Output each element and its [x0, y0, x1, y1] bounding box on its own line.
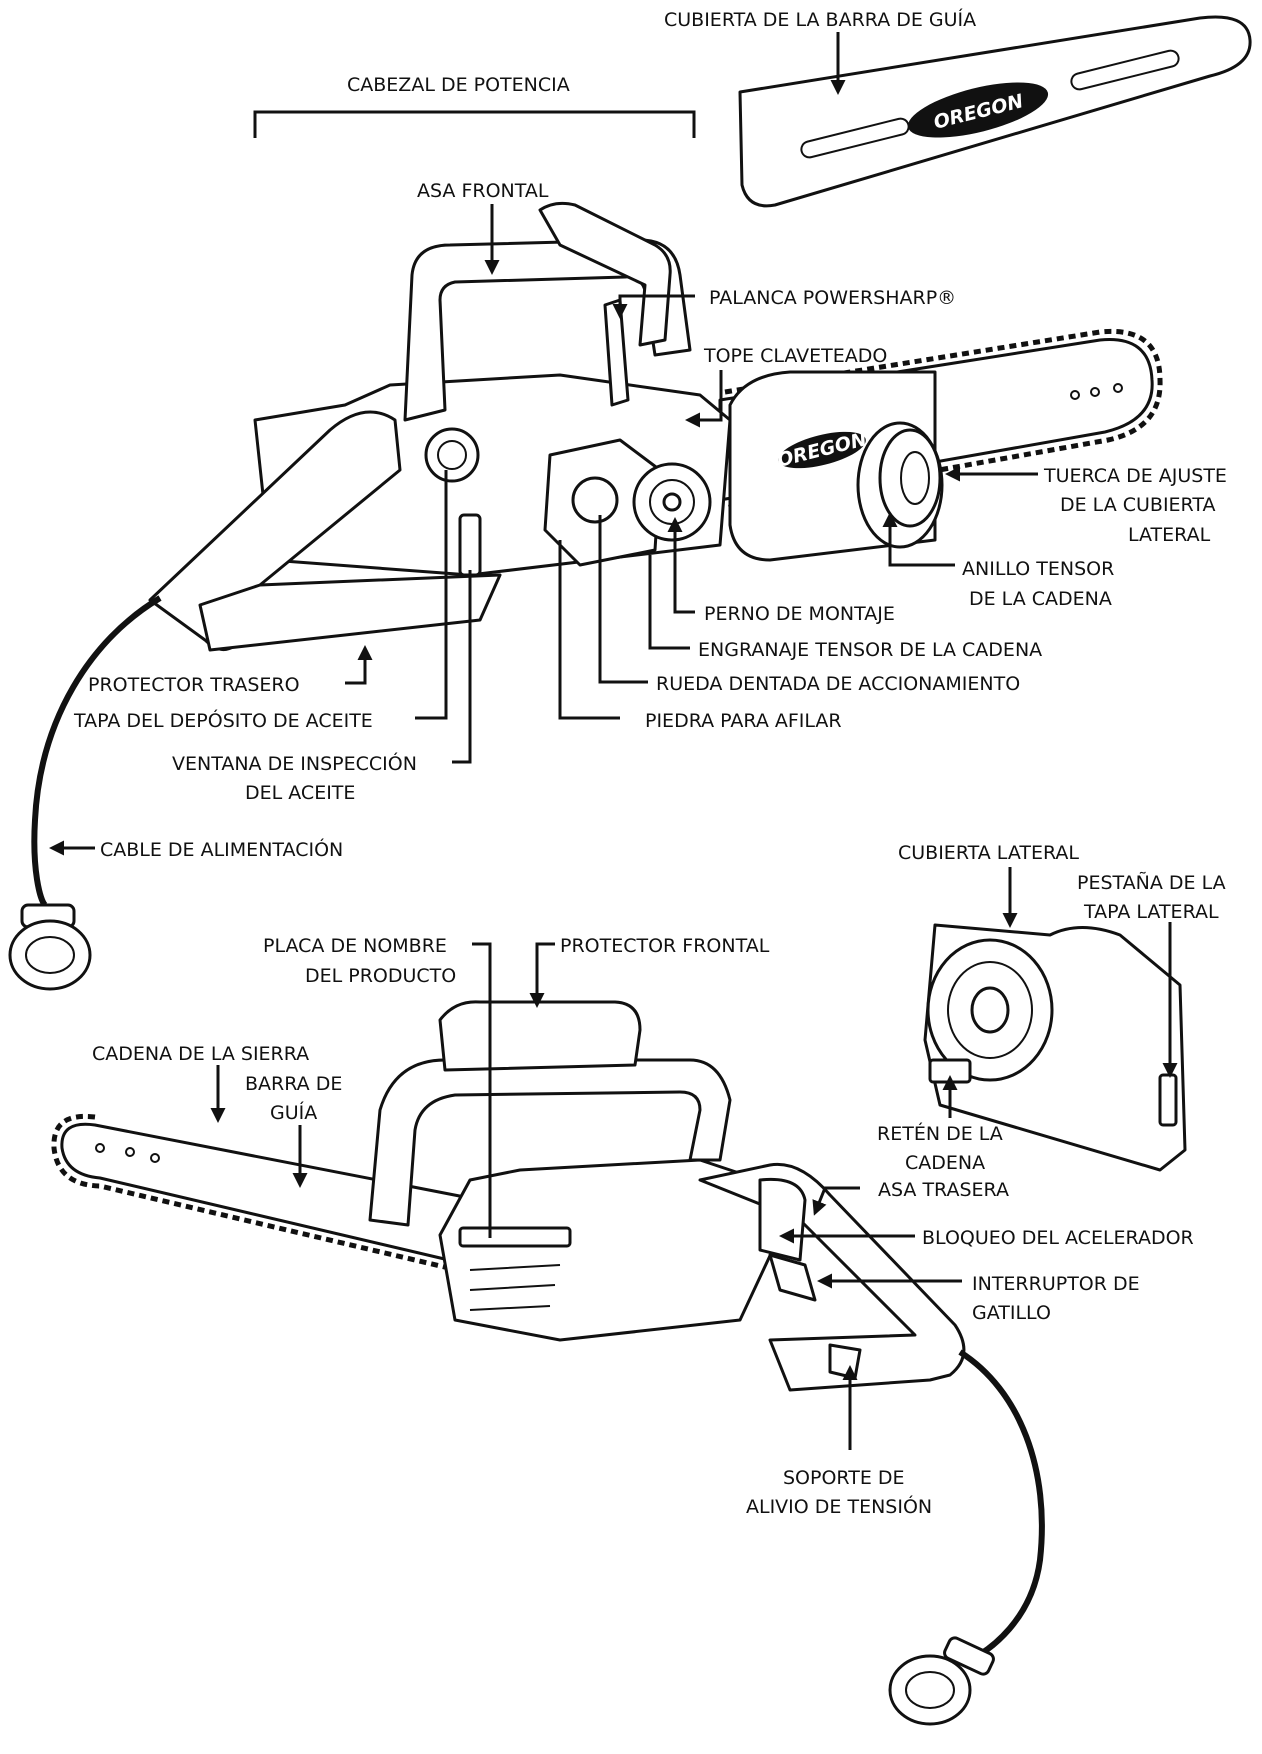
- label-front-guard: PROTECTOR FRONTAL: [560, 935, 770, 957]
- label-chain-tension-gear: ENGRANAJE TENSOR DE LA CADENA: [698, 639, 1042, 661]
- label-nameplate-line2: DEL PRODUCTO: [305, 965, 456, 987]
- label-guide-bar-line1: BARRA DE: [245, 1073, 342, 1095]
- label-oil-window-line1: VENTANA DE INSPECCIÓN: [172, 751, 417, 775]
- label-strain-relief-line2: ALIVIO DE TENSIÓN: [746, 1494, 932, 1518]
- label-guide-bar-cover: CUBIERTA DE LA BARRA DE GUÍA: [664, 8, 976, 31]
- label-oil-window-line2: DEL ACEITE: [245, 782, 355, 804]
- label-chain-tension-ring-line2: DE LA CADENA: [969, 588, 1112, 610]
- label-side-cover-tab-line1: PESTAÑA DE LA: [1077, 871, 1226, 894]
- label-rear-guard: PROTECTOR TRASERO: [88, 674, 300, 696]
- label-oil-cap: TAPA DEL DEPÓSITO DE ACEITE: [73, 708, 373, 732]
- label-side-cover-knob-line1: TUERCA DE AJUSTE: [1043, 465, 1227, 487]
- label-power-head: CABEZAL DE POTENCIA: [347, 74, 570, 96]
- label-chain-tension-ring-line1: ANILLO TENSOR: [962, 558, 1114, 580]
- label-strain-relief-line1: SOPORTE DE: [783, 1467, 905, 1489]
- label-front-handle: ASA FRONTAL: [417, 180, 549, 202]
- label-nameplate-line1: PLACA DE NOMBRE: [263, 935, 447, 957]
- label-side-cover-knob-line2: DE LA CUBIERTA: [1060, 494, 1216, 516]
- label-side-cover-tab-line2: TAPA LATERAL: [1083, 901, 1219, 923]
- part-labels: CUBIERTA DE LA BARRA DE GUÍA CABEZAL DE …: [73, 8, 1227, 1518]
- label-saw-chain: CADENA DE LA SIERRA: [92, 1043, 309, 1065]
- side-cover-detail-drawing: [923, 923, 1187, 1172]
- label-sharpening-stone: PIEDRA PARA AFILAR: [645, 710, 842, 732]
- label-side-cover: CUBIERTA LATERAL: [898, 842, 1079, 864]
- chainsaw-side-view-drawing: [51, 1000, 1045, 1726]
- label-trigger-line1: INTERRUPTOR DE: [972, 1273, 1140, 1295]
- label-side-cover-knob-line3: LATERAL: [1128, 524, 1211, 546]
- label-rear-handle: ASA TRASERA: [878, 1179, 1009, 1201]
- label-powersharp-lever: PALANCA POWERSHARP®: [709, 287, 956, 309]
- label-chain-catcher-line1: RETÉN DE LA: [877, 1122, 1003, 1145]
- label-power-cord: CABLE DE ALIMENTACIÓN: [100, 837, 343, 861]
- label-chain-catcher-line2: CADENA: [905, 1152, 985, 1174]
- power-head-drawing: OREGON: [8, 201, 1163, 991]
- guide-bar-cover-drawing: OREGON: [738, 15, 1252, 208]
- label-bumper-spike: TOPE CLAVETEADO: [703, 345, 887, 367]
- label-throttle-lockout: BLOQUEO DEL ACELERADOR: [922, 1227, 1194, 1249]
- label-mounting-bolt: PERNO DE MONTAJE: [704, 603, 895, 625]
- label-trigger-line2: GATILLO: [972, 1302, 1051, 1324]
- label-drive-sprocket: RUEDA DENTADA DE ACCIONAMIENTO: [656, 673, 1020, 695]
- leader-lines: [49, 32, 1178, 1450]
- label-guide-bar-line2: GUÍA: [270, 1101, 317, 1124]
